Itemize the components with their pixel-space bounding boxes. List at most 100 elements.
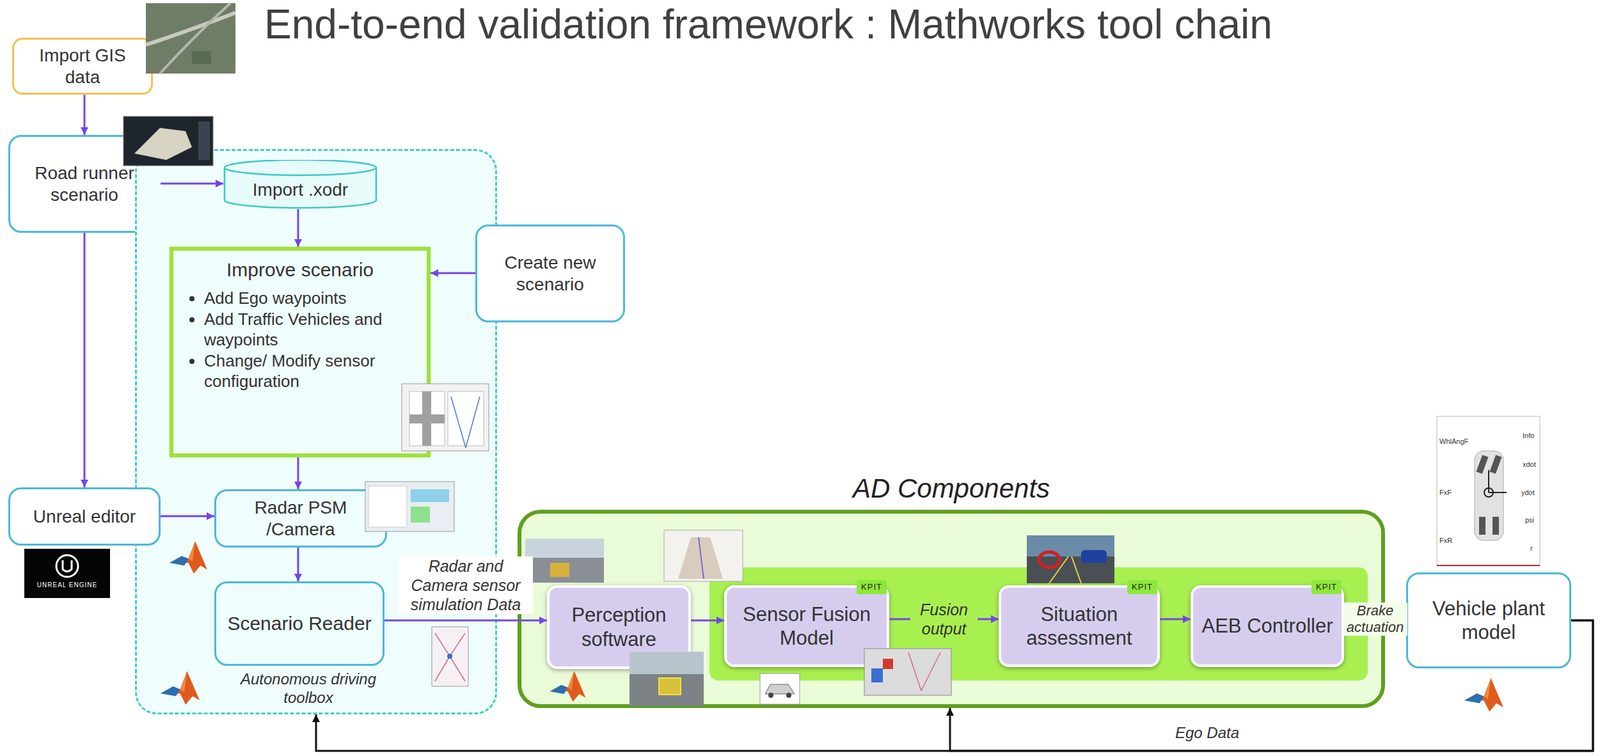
group-heading: AD Components (521, 472, 1382, 505)
signal-name: r (1530, 544, 1533, 553)
satellite-image-part (191, 51, 212, 64)
plant-box: Vehicle plant model (1406, 572, 1572, 669)
node-label: Vehicle plant model (1427, 596, 1551, 645)
street-photo-part (658, 678, 681, 695)
matlab-logo-part (550, 671, 587, 702)
scenario-box: Improve scenarioAdd Ego waypointsAdd Tra… (169, 246, 431, 458)
node-label: Road runner scenario (29, 162, 140, 206)
sensor-config-screenshot-part (451, 396, 480, 448)
connector (1159, 618, 1191, 621)
component-box: AEB Controller (1190, 585, 1345, 668)
street-photo-part (525, 538, 604, 558)
car-icon-part (765, 684, 795, 695)
vehicle-model-figure-part (1436, 564, 1540, 567)
vehicle-model-figure (1436, 416, 1540, 567)
car-icon-part (768, 692, 774, 698)
fusion-plot-part (882, 658, 894, 670)
signal-name: Info (1522, 431, 1535, 441)
connector (430, 272, 476, 275)
signal-name: ydot (1521, 488, 1535, 498)
vehicle-model-figure-part (1479, 516, 1486, 535)
vehicle-model-figure-part (1436, 416, 1540, 567)
component-box: Situation assessment (998, 585, 1160, 668)
vehicle-model-figure-part (1488, 470, 1507, 493)
fusion-plot (864, 648, 952, 696)
signal-name: FxR (1439, 536, 1453, 546)
fusion-screenshot-part (678, 537, 723, 579)
vehicle-model-figure-part (1489, 454, 1503, 475)
node-label: Unreal editor (33, 506, 136, 528)
radar-coverage-image-part (431, 626, 469, 687)
scene-render-part (1049, 556, 1082, 584)
fusion-plot-part (864, 648, 952, 696)
radar-coverage-image-part (435, 633, 466, 682)
roadrunner-thumbnail-part (134, 127, 192, 160)
roadrunner-thumbnail-part (198, 121, 210, 160)
satellite-image (145, 3, 236, 74)
bullet-list: Add Ego waypointsAdd Traffic Vehicles an… (182, 287, 418, 393)
unreal-logo-part (62, 560, 72, 572)
edge-label: Ego Data (1165, 724, 1249, 743)
tool-box: Create new scenario (475, 224, 626, 323)
node-label: Import GIS data (23, 44, 143, 88)
street-photo-part (629, 651, 704, 707)
connector (297, 547, 300, 582)
scene-render-part (1038, 552, 1060, 568)
connector (316, 620, 1593, 752)
node-label: Create new scenario (496, 252, 604, 295)
radar-screenshot-part (368, 486, 407, 528)
connector (83, 232, 86, 488)
radar-coverage-image-part (447, 653, 453, 659)
sensor-config-screenshot-part (401, 383, 489, 452)
node-label: Scenario Reader (227, 612, 372, 636)
street-photo-part (629, 651, 704, 675)
unreal-logo-part (24, 548, 111, 599)
radar-screenshot (365, 481, 455, 532)
kpit-badge: KPIT (1311, 580, 1342, 595)
scene-render-part (1081, 550, 1107, 563)
cylinder-body (224, 159, 377, 208)
node-label: Perception software (555, 603, 682, 651)
kpit-badge: KPIT (856, 580, 887, 595)
fusion-screenshot-part (664, 530, 743, 582)
region-label: Autonomous driving toolbox (231, 670, 386, 708)
matlab-logo-part (160, 671, 200, 705)
vehicle-model-figure-part (1476, 454, 1489, 475)
scene-render-part (1026, 535, 1115, 584)
radar-coverage-image (431, 626, 469, 687)
street-photo (525, 538, 604, 583)
vehicle-model-figure-part (1492, 516, 1499, 535)
fusion-plot-part (871, 668, 883, 683)
bullet-item: Change/ Modify sensor configuration (204, 350, 412, 393)
node-label: Import .xodr (252, 179, 349, 201)
connector (297, 209, 300, 247)
bullet-item: Add Traffic Vehicles and waypoints (204, 308, 412, 351)
connector (83, 94, 86, 135)
connector (160, 515, 215, 518)
street-photo-part (525, 538, 604, 583)
diagram-title: End-to-end validation framework : Mathwo… (264, 1, 1273, 49)
unreal-logo (24, 548, 111, 599)
vehicle-model-figure-part (1474, 451, 1504, 541)
signal-name: WhlAngF (1439, 437, 1469, 446)
signal-name: FxF (1439, 488, 1452, 498)
node-label: AEB Controller (1201, 614, 1333, 638)
edge-label: Brake actuation (1343, 602, 1408, 637)
street-photo-part (550, 562, 570, 578)
sensor-config-screenshot-part (409, 414, 445, 424)
kpit-badge: KPIT (1127, 580, 1158, 595)
signal-name: psi (1525, 516, 1535, 525)
radar-screenshot-part (410, 489, 450, 503)
connector (690, 619, 725, 622)
node-label: Radar PSM /Camera (225, 497, 377, 540)
node-label: Sensor Fusion Model (733, 602, 881, 650)
edge-label: Radar and Camera sensor simulation Data (398, 556, 533, 615)
satellite-image-part (159, 3, 231, 74)
car-icon-part (786, 692, 792, 698)
roadrunner-thumbnail-part (123, 116, 214, 166)
bullet-item: Add Ego waypoints (204, 287, 412, 309)
connector (160, 182, 224, 185)
car-icon-part (760, 673, 800, 705)
fusion-screenshot (664, 530, 743, 582)
source-box: Import GIS data (12, 37, 153, 95)
